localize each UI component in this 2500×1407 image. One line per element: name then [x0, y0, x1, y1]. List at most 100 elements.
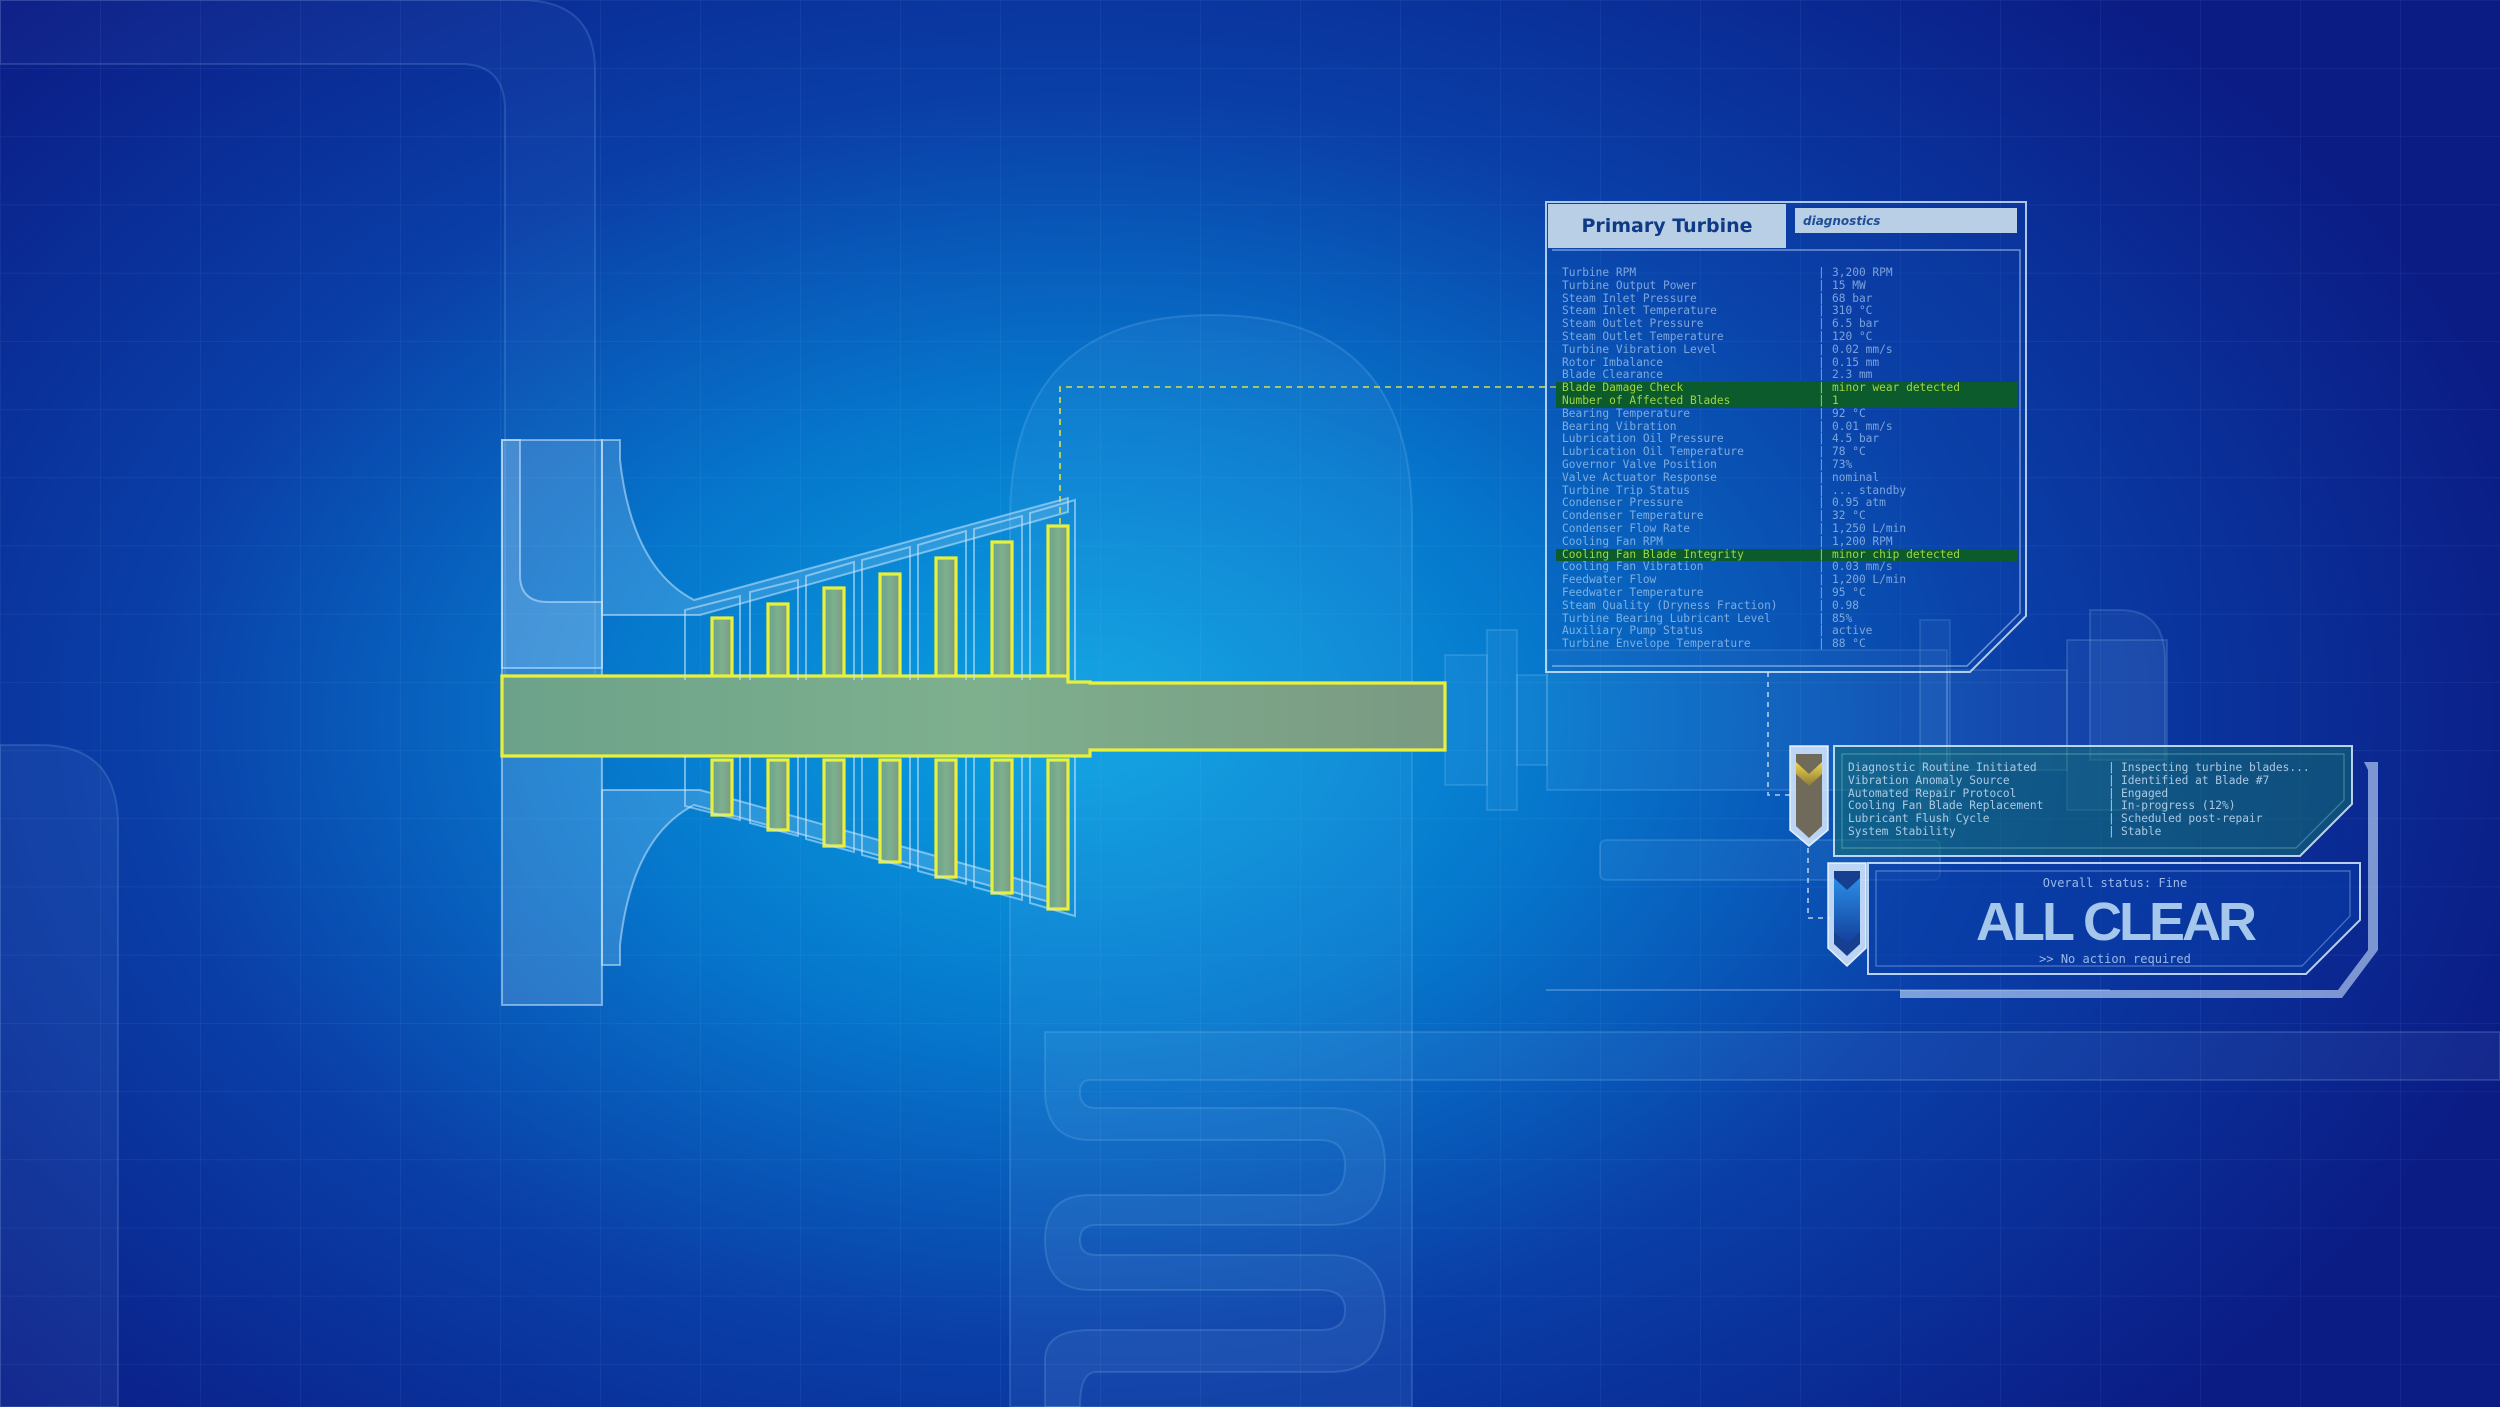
diagnostic-value: 15 MW	[1832, 278, 1866, 292]
diagnostic-value: 0.03 mm/s	[1832, 560, 1893, 574]
diagnostic-row: Valve Actuator Response|nominal	[1556, 470, 2018, 485]
column-separator: |	[1818, 317, 1825, 331]
step-label: System Stability	[1848, 824, 1956, 838]
diagnostic-row: Rotor Imbalance|0.15 mm	[1556, 355, 2018, 370]
diagnostic-value: minor wear detected	[1832, 381, 1960, 395]
diagnostic-label: Blade Damage Check	[1562, 381, 1684, 395]
diagnostic-label: Turbine RPM	[1562, 266, 1637, 279]
connector-line-status	[1807, 848, 1830, 919]
diagnostic-label: Turbine Envelope Temperature	[1562, 637, 1751, 651]
turbine-rotor	[500, 524, 1447, 911]
steps-frame	[1789, 745, 2353, 857]
column-separator: |	[2108, 786, 2115, 800]
column-separator: |	[1818, 611, 1825, 625]
diagnostic-value: minor chip detected	[1832, 547, 1960, 561]
column-separator: |	[2108, 812, 2115, 826]
step-label: Lubricant Flush Cycle	[1848, 812, 1990, 826]
diagnostic-value: 4.5 bar	[1832, 432, 1880, 446]
diagnostic-value: 85%	[1832, 611, 1853, 625]
column-separator: |	[1818, 470, 1825, 484]
column-separator: |	[1818, 278, 1825, 292]
step-label: Vibration Anomaly Source	[1848, 773, 2010, 787]
step-value: Identified at Blade #7	[2121, 773, 2270, 787]
diagnostic-row: Feedwater Flow | 1,200 L/min	[1556, 573, 2018, 587]
diagnostic-value: 0.15 mm	[1832, 355, 1880, 369]
diagnostic-value: 88 °C	[1832, 637, 1866, 651]
diagnostic-label: Steam Quality (Dryness Fraction)	[1562, 598, 1778, 612]
chevron-down-yellow-icon	[1796, 762, 1822, 786]
diagnostic-label: Lubrication Oil Pressure	[1562, 432, 1724, 446]
diagnostic-row: Turbine Output Power | 15 MW	[1556, 278, 2018, 293]
diagnostic-label: Lubrication Oil Temperature	[1562, 445, 1744, 459]
diagnostic-label: Steam Outlet Temperature	[1562, 329, 1724, 343]
stator-wells	[684, 498, 1076, 918]
diagnostic-value: 3,200 RPM	[1832, 266, 1893, 279]
step-value: Scheduled post-repair	[2121, 812, 2263, 826]
diagnostic-label: Valve Actuator Response	[1562, 470, 1717, 484]
diagnostic-label: Steam Outlet Pressure	[1562, 317, 1704, 331]
diagnostic-value: active	[1832, 624, 1873, 638]
diagnostic-label: Turbine Trip Status	[1562, 483, 1690, 497]
diagnostic-row: Condenser Temperature|32 °C	[1556, 509, 2018, 523]
diagnostic-label: Auxiliary Pump Status	[1562, 624, 1704, 638]
column-separator: |	[2108, 799, 2115, 813]
diagnostic-value: 68 bar	[1832, 291, 1873, 305]
diagnostic-row: Cooling Fan Vibration | 0.03 mm/s	[1556, 561, 2018, 574]
diagnostic-row: Steam Quality (Dryness Fraction) | 0.98	[1556, 598, 2018, 613]
diagnostic-row: Bearing Vibration | 0.01 mm/s	[1556, 419, 2018, 434]
diagnostic-label: Steam Inlet Pressure	[1562, 291, 1697, 305]
diagnostic-row: Condenser Pressure|0.95 atm	[1556, 497, 2018, 510]
diagnostic-value: 6.5 bar	[1832, 317, 1880, 331]
diagnostic-label: Number of Affected Blades	[1562, 393, 1731, 407]
column-separator: |	[1818, 560, 1825, 574]
diagnostic-row: Turbine Bearing Lubricant Level|85%	[1556, 611, 2018, 626]
diagnostic-value: 1,200 RPM	[1832, 534, 1893, 548]
diagnostic-row: Steam Outlet Temperature|120 °C	[1556, 329, 2018, 344]
overall-status-box: Overall status: Fine ALL CLEAR >> No act…	[1875, 865, 2355, 975]
steps-rows: Diagnostic Routine Initiated|Inspecting …	[1838, 761, 2342, 839]
column-separator: |	[1818, 624, 1825, 638]
column-separator: |	[1818, 547, 1825, 561]
column-separator: |	[1818, 585, 1825, 599]
diagnostic-label: Bearing Vibration	[1562, 419, 1677, 433]
step-label: Cooling Fan Blade Replacement	[1848, 799, 2044, 813]
diagnostic-label: Turbine Output Power	[1562, 278, 1697, 292]
tab-diagnostics[interactable]: diagnostics	[1795, 208, 2017, 233]
diagnostic-value: 0.01 mm/s	[1832, 419, 1893, 433]
status-frame	[1827, 762, 2378, 998]
diagnostic-row: Cooling Fan RPM|1,200 RPM	[1556, 534, 2018, 549]
column-separator: |	[1818, 368, 1825, 382]
step-label: Automated Repair Protocol	[1848, 786, 2017, 800]
column-separator: |	[2108, 761, 2115, 774]
column-separator: |	[1818, 483, 1825, 497]
column-separator: |	[1818, 381, 1825, 395]
diagnostic-label: Condenser Pressure	[1562, 496, 1684, 510]
diagnostic-value: 2.3 mm	[1832, 368, 1873, 382]
diagnostic-value: 32 °C	[1832, 509, 1866, 523]
column-separator: |	[1818, 419, 1825, 433]
step-row: Vibration Anomaly Source | Identified at B…	[1838, 773, 2342, 788]
column-separator: |	[1818, 598, 1825, 612]
step-row: Lubricant Flush Cycle | Scheduled post-rep…	[1838, 812, 2342, 826]
diagnostic-value: ... standby	[1832, 483, 1907, 497]
diagnostic-row: Turbine Vibration Level|0.02 mm/s	[1556, 343, 2018, 357]
column-separator: |	[2108, 824, 2115, 838]
diagnostic-label: Steam Inlet Temperature	[1562, 304, 1717, 318]
diagnostic-label: Feedwater Flow	[1562, 573, 1657, 587]
column-separator: |	[2108, 773, 2115, 787]
column-separator: |	[1818, 304, 1825, 318]
column-separator: |	[1818, 329, 1825, 343]
diagnostic-row: Bearing Temperature|92 °C	[1556, 407, 2018, 421]
repair-steps-list: Diagnostic Routine Initiated|Inspecting …	[1838, 750, 2342, 855]
diagnostic-value: 1,200 L/min	[1832, 573, 1907, 587]
step-value: Engaged	[2121, 786, 2169, 800]
diagnostic-row: Steam Inlet Pressure|68 bar	[1556, 291, 2018, 306]
diagnostic-value: 95 °C	[1832, 585, 1866, 599]
diagnostic-label: Blade Clearance	[1562, 368, 1664, 382]
diagnostic-label: Cooling Fan Vibration	[1562, 560, 1704, 574]
step-value: Stable	[2121, 824, 2162, 838]
diagnostic-value: 0.98	[1832, 598, 1859, 612]
step-value: Inspecting turbine blades...	[2121, 761, 2310, 774]
column-separator: |	[1818, 573, 1825, 587]
